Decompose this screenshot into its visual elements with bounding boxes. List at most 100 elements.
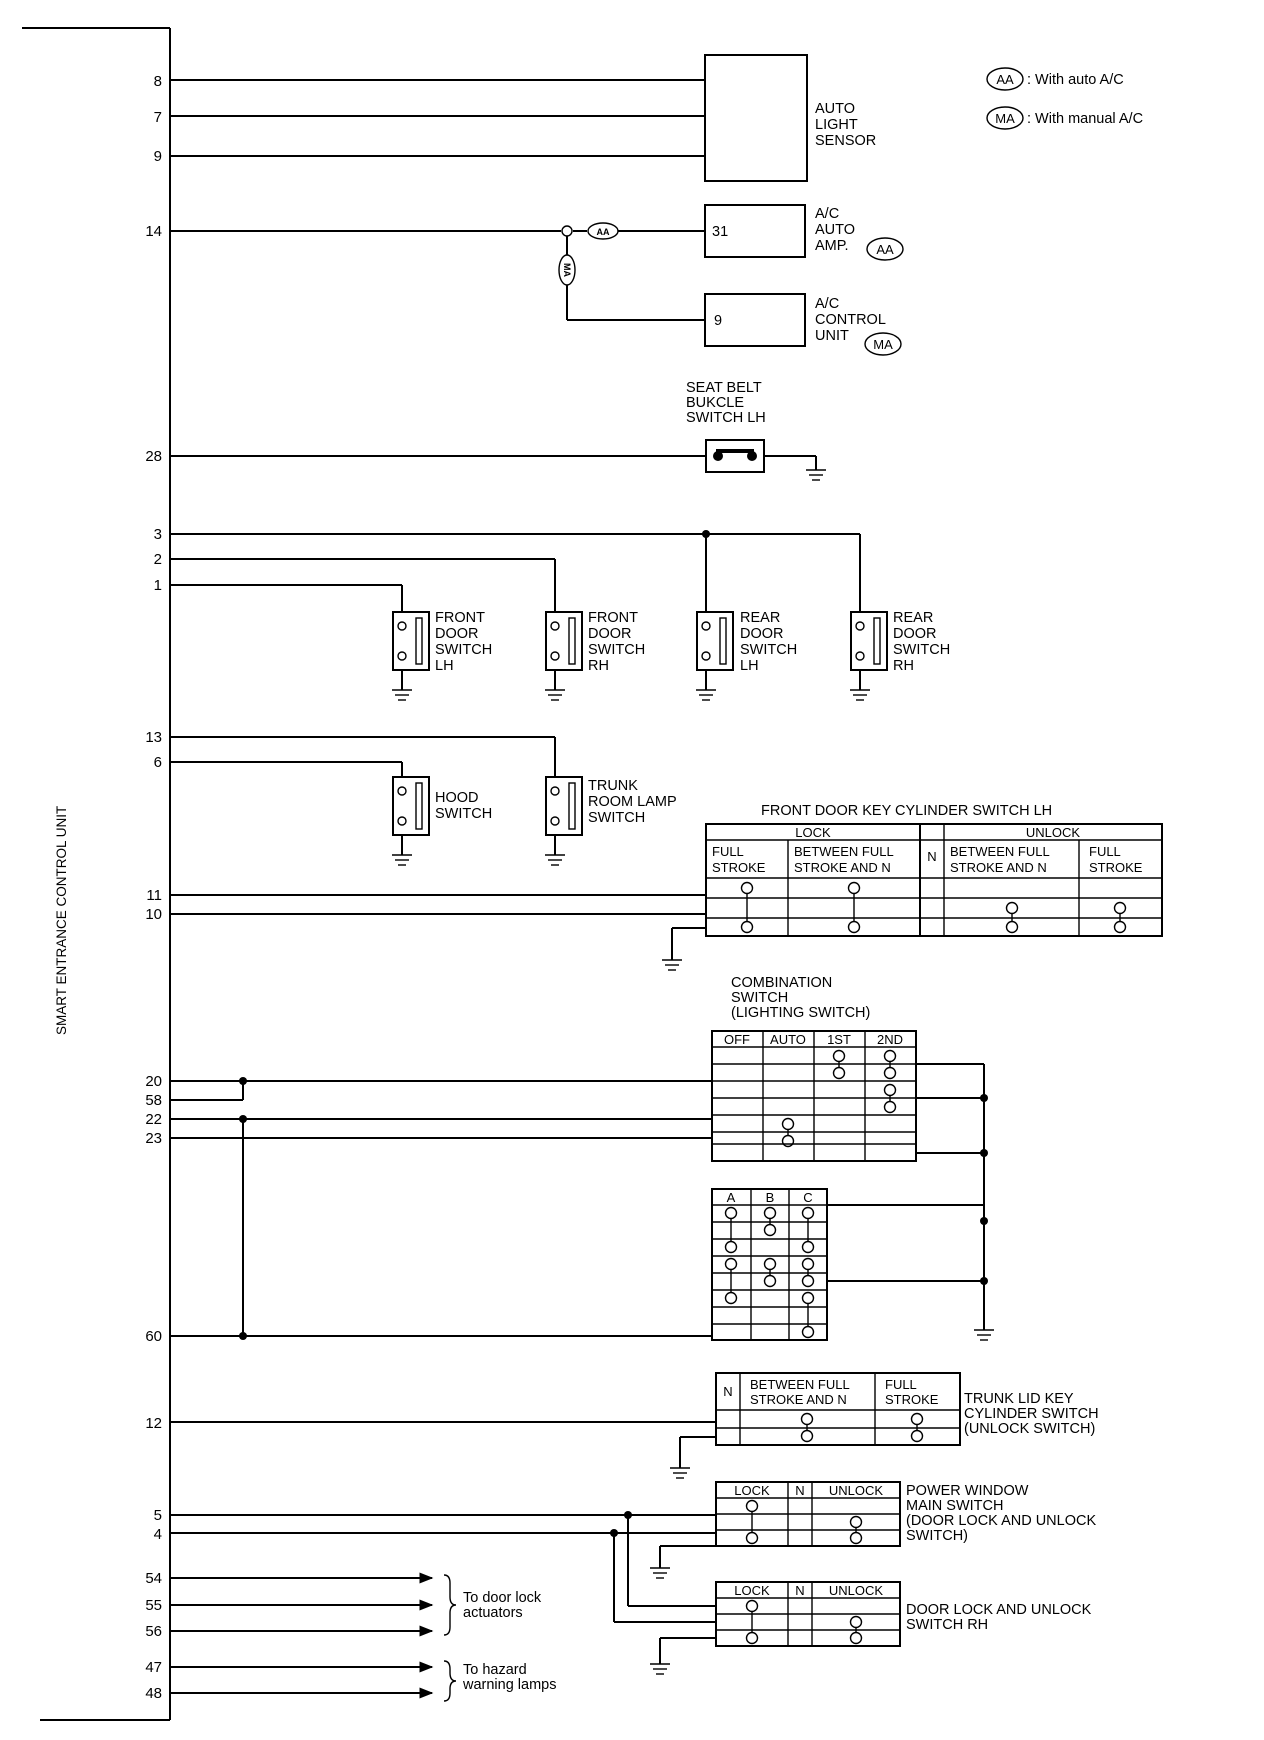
trunk-lid-l1: TRUNK LID KEY <box>964 1391 1074 1407</box>
auto-light-sensor-l3: SENSOR <box>815 133 876 149</box>
front-door-rh-l3: SWITCH <box>588 642 645 658</box>
pin-1: 1 <box>154 577 162 594</box>
control-unit-outline <box>22 27 171 1721</box>
comb-col-b: B <box>766 1190 775 1205</box>
pin-7: 7 <box>154 109 162 126</box>
door-switch-wiring <box>170 530 861 612</box>
aa-wire-tag: AA <box>597 227 610 237</box>
dl-col-unlock: UNLOCK <box>829 1583 884 1598</box>
pin-5: 5 <box>154 1507 162 1524</box>
legend: AA : With auto A/C MA : With manual A/C <box>986 67 1143 130</box>
seat-belt-l1: SEAT BELT <box>686 380 762 396</box>
front-key-c1-l1: FULL <box>712 844 744 859</box>
front-key-c4-l2: STROKE AND N <box>950 860 1047 875</box>
front-key-c2-l2: STROKE AND N <box>794 860 891 875</box>
trunk-room-l3: SWITCH <box>588 810 645 826</box>
ac-auto-amp-l1: A/C <box>815 206 839 222</box>
front-door-switch-lh: FRONT DOOR SWITCH LH <box>392 610 492 701</box>
rear-door-switch-lh: REAR DOOR SWITCH LH <box>696 610 797 701</box>
rear-door-lh-l2: DOOR <box>740 626 784 642</box>
pin-13: 13 <box>145 729 162 746</box>
pw-l1: POWER WINDOW <box>906 1483 1029 1499</box>
comb-col-2nd: 2ND <box>877 1032 903 1047</box>
pin-60: 60 <box>145 1328 162 1345</box>
pin-3: 3 <box>154 526 162 543</box>
rear-door-rh-l3: SWITCH <box>893 642 950 658</box>
front-door-rh-l4: RH <box>588 658 609 674</box>
seat-belt-l2: BUKCLE <box>686 395 744 411</box>
comb-col-a: A <box>727 1190 736 1205</box>
pin-58: 58 <box>145 1092 162 1109</box>
comb-col-c: C <box>803 1190 812 1205</box>
front-key-c4-l1: BETWEEN FULL <box>950 844 1050 859</box>
combination-l1: COMBINATION <box>731 975 832 991</box>
trunk-lid-c3-l2: STROKE <box>885 1392 939 1407</box>
front-key-cylinder-switch: FRONT DOOR KEY CYLINDER SWITCH LH LOCK U… <box>170 803 1163 971</box>
dl-l2: SWITCH RH <box>906 1617 988 1633</box>
trunk-lid-n: N <box>723 1384 732 1399</box>
pin-56: 56 <box>145 1623 162 1640</box>
ac-control-unit-l1: A/C <box>815 296 839 312</box>
front-key-c1-l2: STROKE <box>712 860 766 875</box>
hood-l2: SWITCH <box>435 806 492 822</box>
front-key-c2-l1: BETWEEN FULL <box>794 844 894 859</box>
rear-door-switch-rh: REAR DOOR SWITCH RH <box>850 610 950 701</box>
ac-control-unit-tag: MA <box>873 337 893 352</box>
hood-l1: HOOD <box>435 790 479 806</box>
pw-l4: SWITCH) <box>906 1528 968 1544</box>
front-key-c5-l2: STROKE <box>1089 860 1143 875</box>
front-door-switch-rh: FRONT DOOR SWITCH RH <box>545 610 645 701</box>
pin-47: 47 <box>145 1659 162 1676</box>
ac-control-unit-pin: 9 <box>714 313 722 329</box>
auto-light-sensor: AUTO LIGHT SENSOR <box>170 54 876 182</box>
pin-55: 55 <box>145 1597 162 1614</box>
ac-auto-amp-pin: 31 <box>712 224 728 240</box>
trunk-lid-l2: CYLINDER SWITCH <box>964 1406 1099 1422</box>
control-unit-label: SMART ENTRANCE CONTROL UNIT <box>54 806 69 1035</box>
pin-20: 20 <box>145 1073 162 1090</box>
dl-l1: DOOR LOCK AND UNLOCK <box>906 1602 1092 1618</box>
combination-l2: SWITCH <box>731 990 788 1006</box>
seat-belt-l3: SWITCH LH <box>686 410 766 426</box>
comb-col-off: OFF <box>724 1032 750 1047</box>
legend-ma-code: MA <box>995 111 1015 126</box>
hood-switch: HOOD SWITCH <box>392 776 492 866</box>
pin-10: 10 <box>145 906 162 923</box>
door-lock-actuator-outputs: To door lock actuators <box>170 1572 542 1637</box>
pin-11: 11 <box>146 887 162 904</box>
door-lock-out-l1: To door lock <box>463 1590 542 1606</box>
rear-door-lh-l3: SWITCH <box>740 642 797 658</box>
pw-l2: MAIN SWITCH <box>906 1498 1003 1514</box>
rear-door-rh-l1: REAR <box>893 610 933 626</box>
legend-ma-text: : With manual A/C <box>1027 111 1143 127</box>
pin-14: 14 <box>145 223 162 240</box>
pin-22: 22 <box>145 1111 162 1128</box>
ac-auto-amp-tag: AA <box>876 242 894 257</box>
ac-auto-amp-l3: AMP. <box>815 238 849 254</box>
pw-l3: (DOOR LOCK AND UNLOCK <box>906 1513 1096 1529</box>
rear-door-rh-l4: RH <box>893 658 914 674</box>
trunk-room-l1: TRUNK <box>588 778 638 794</box>
trunk-room-lamp-switch: TRUNK ROOM LAMP SWITCH <box>545 776 677 866</box>
power-window-main-switch: LOCK N UNLOCK POWER WINDOW MAIN SWITCH (… <box>170 1481 1096 1579</box>
pin-48: 48 <box>145 1685 162 1702</box>
rear-door-rh-l2: DOOR <box>893 626 937 642</box>
trunk-room-l2: ROOM LAMP <box>588 794 677 810</box>
dl-col-lock: LOCK <box>734 1583 770 1598</box>
trunk-lid-l3: (UNLOCK SWITCH) <box>964 1421 1095 1437</box>
front-door-lh-l4: LH <box>435 658 454 674</box>
rear-door-lh-l1: REAR <box>740 610 780 626</box>
pin-54: 54 <box>145 1570 162 1587</box>
ac-control-unit-l3: UNIT <box>815 328 849 344</box>
trunk-lid-c2-l2: STROKE AND N <box>750 1392 847 1407</box>
pin-8: 8 <box>154 73 162 90</box>
ac-circuit: AA MA 31 A/C AUTO AMP. AA 9 A/C CONTROL … <box>170 204 904 356</box>
pin-4: 4 <box>154 1526 162 1543</box>
comb-col-auto: AUTO <box>770 1032 806 1047</box>
auto-light-sensor-l2: LIGHT <box>815 117 858 133</box>
dl-col-n: N <box>795 1583 804 1598</box>
ac-control-unit-l2: CONTROL <box>815 312 886 328</box>
legend-aa-code: AA <box>996 72 1014 87</box>
trunk-lid-c3-l1: FULL <box>885 1377 917 1392</box>
